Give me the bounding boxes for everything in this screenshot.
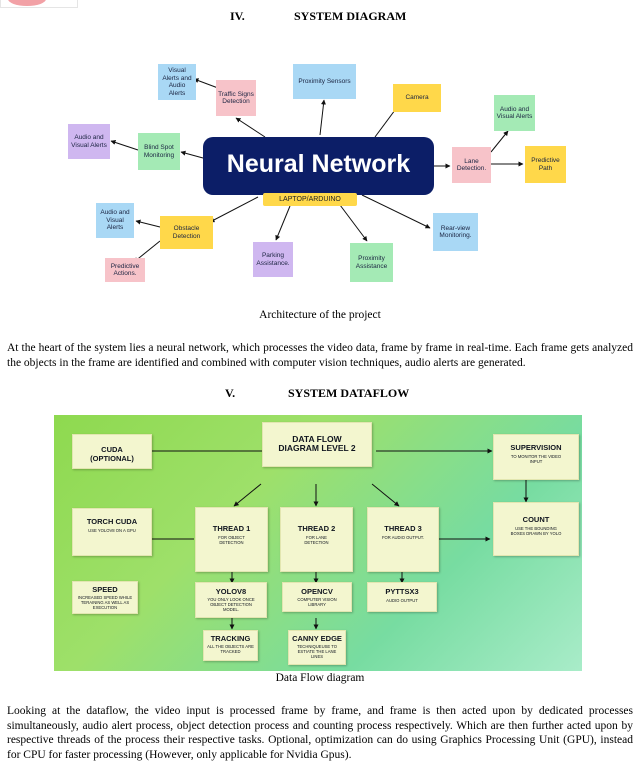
system-diagram: Neural Network LAPTOP/ARDUINO Visual Ale… [0, 0, 640, 300]
section-title: SYSTEM DATAFLOW [288, 386, 410, 400]
audio-visual-left2-note: Audio and Visual Alerts [96, 203, 134, 238]
thread1-label: THREAD 1 [212, 524, 251, 533]
section-number: V. [225, 386, 236, 400]
thread2-box: THREAD 2 FOR LANE DETECTION [280, 507, 353, 572]
opencv-label: OPENCV [301, 587, 333, 596]
pyttsx3-desc: AUDIO OUTPUT [386, 598, 418, 603]
thread3-label: THREAD 3 [384, 524, 422, 533]
canny-edge-desc: TECHNIQUEUSE TO ESTIATE THE LANE LINES [296, 644, 338, 659]
thread1-desc: FOR OBJECT DETECTION [218, 535, 245, 545]
neural-network-box [203, 137, 434, 195]
count-desc: USE THE BOUNDING BOXES DRAWN BY YOLO [510, 526, 562, 536]
audio-visual-left-note: Audio and Visual Alerts [68, 124, 110, 159]
pyttsx3-box: PYTTSX3 AUDIO OUTPUT [367, 582, 437, 612]
torch-cuda-box: TORCH CUDA USE YOLOV8 ON A GPU [72, 508, 152, 556]
yolov8-label: YOLOV8 [215, 587, 247, 596]
canny-edge-box: CANNY EDGE TECHNIQUEUSE TO ESTIATE THE L… [288, 630, 346, 665]
thread1-box: THREAD 1 FOR OBJECT DETECTION [195, 507, 268, 572]
supervision-desc: TO MONITOR THE VIDEO INPUT [510, 454, 562, 464]
tracking-desc: ALL THE OBJECTS ARE TRACKED [207, 644, 254, 654]
paragraph-dataflow: Looking at the dataflow, the video input… [7, 705, 633, 761]
decorative-arc [8, 0, 46, 6]
paragraph-neural-network: At the heart of the system lies a neural… [7, 342, 633, 369]
tracking-box: TRACKING ALL THE OBJECTS ARE TRACKED [203, 630, 258, 661]
visual-audio-alerts-note: Visual Alerts and Audio Alerts [158, 64, 196, 100]
audio-visual-right-note: Audio and Visual Alerts [494, 95, 535, 131]
section-number: IV. [230, 9, 245, 23]
laptop-arduino-label: LAPTOP/ARDUINO [263, 193, 357, 206]
obstacle-detection-note: Obstacle Detection [160, 216, 213, 249]
camera-note: Camera [393, 84, 441, 112]
blind-spot-note: Blind Spot Monitoring [138, 133, 180, 170]
opencv-box: OPENCV COMPUTER VISION LIBRARY [282, 582, 352, 612]
torch-cuda-label: TORCH CUDA [86, 517, 138, 526]
torch-cuda-desc: USE YOLOV8 ON A GPU [88, 528, 136, 533]
predictive-actions-note: Predictive Actions. [105, 258, 145, 282]
supervision-box: SUPERVISION TO MONITOR THE VIDEO INPUT [493, 434, 579, 480]
yolov8-desc: YOU ONLY LOOK ONCE OBJECT DETECTION MODE… [207, 597, 255, 612]
speed-box: SPEED INCREASED SPEED WHILE TERAINING AS… [72, 581, 138, 614]
cuda-box: CUDA (OPTIONAL) [72, 434, 152, 469]
thread2-label: THREAD 2 [297, 524, 336, 533]
rear-view-note: Rear-view Monitoring. [433, 213, 478, 251]
figure-caption-dataflow: Data Flow diagram [275, 672, 365, 684]
cuda-label: CUDA (OPTIONAL) [90, 445, 134, 463]
parking-assistance-note: Parking Assistance. [253, 242, 293, 277]
count-box: COUNT USE THE BOUNDING BOXES DRAWN BY YO… [493, 502, 579, 556]
traffic-signs-note: Traffic Signs Detection [216, 80, 256, 116]
figure-caption-architecture: Architecture of the project [259, 309, 381, 321]
neural-network-title: Neural Network [226, 150, 411, 178]
predictive-path-note: Predictive Path [525, 146, 566, 183]
tracking-label: TRACKING [210, 634, 251, 643]
dataflow-arrows [143, 448, 529, 630]
lane-detection-note: Lane Detection. [452, 147, 491, 183]
opencv-desc: COMPUTER VISION LIBRARY [297, 597, 337, 607]
pyttsx3-label: PYTTSX3 [385, 587, 419, 596]
supervision-label: SUPERVISION [510, 443, 562, 452]
speed-desc: INCREASED SPEED WHILE TERAINING AS WELL … [77, 595, 133, 610]
dfd-title: DATA FLOW DIAGRAM LEVEL 2 [278, 434, 356, 453]
decorative-fragment [0, 0, 78, 8]
speed-label: SPEED [92, 585, 118, 594]
section-title: SYSTEM DIAGRAM [294, 9, 407, 23]
thread3-box: THREAD 3 FOR AUDIO OUTPUT. [367, 507, 439, 572]
yolov8-box: YOLOV8 YOU ONLY LOOK ONCE OBJECT DETECTI… [195, 582, 267, 618]
canny-edge-label: CANNY EDGE [292, 634, 342, 643]
proximity-assistance-note: Proximity Assistance [350, 243, 393, 282]
thread2-desc: FOR LANE DETECTION [304, 535, 329, 545]
count-label: COUNT [522, 515, 550, 524]
dfd-title-box: DATA FLOW DIAGRAM LEVEL 2 [262, 422, 372, 467]
thread3-desc: FOR AUDIO OUTPUT. [381, 535, 425, 540]
proximity-sensors-note: Proximity Sensors [293, 64, 356, 99]
